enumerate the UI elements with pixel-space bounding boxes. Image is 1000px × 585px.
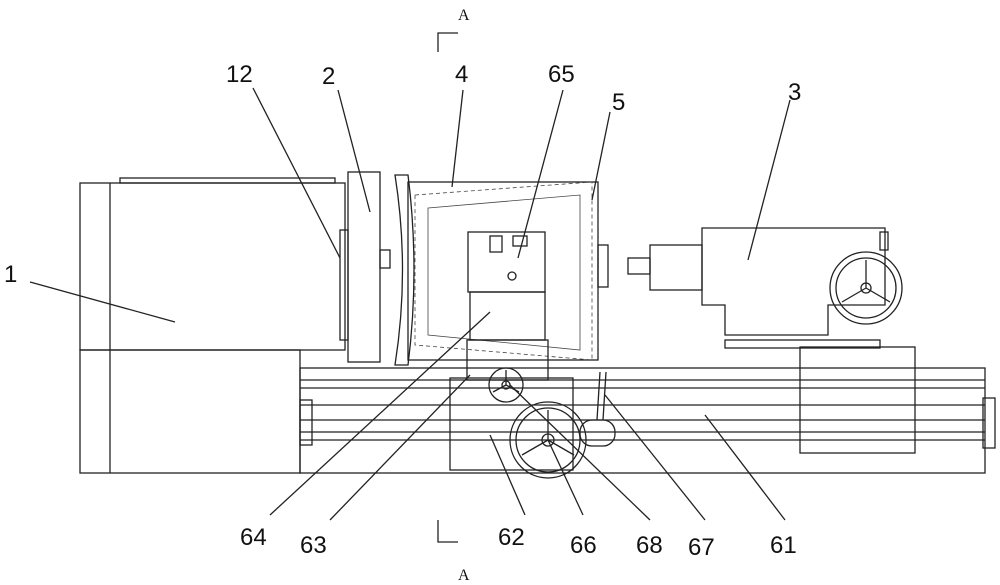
tailstock: [598, 228, 902, 348]
headstock: [80, 178, 345, 473]
label-66: 66: [570, 532, 597, 559]
label-62: 62: [498, 524, 525, 551]
section-mark-top: A: [438, 7, 470, 52]
lathe-bed: [300, 368, 995, 473]
handwheel-68: [489, 368, 523, 402]
label-1: 1: [4, 261, 17, 288]
label-63: 63: [300, 532, 327, 559]
section-label-bottom: A: [458, 567, 470, 584]
protective-cover: [408, 182, 598, 360]
apron: [450, 372, 615, 470]
label-3: 3: [788, 79, 801, 106]
label-2: 2: [322, 63, 335, 90]
label-12: 12: [226, 61, 253, 88]
tool-holder: [467, 232, 548, 380]
label-61: 61: [770, 532, 797, 559]
label-68: 68: [636, 532, 663, 559]
label-67: 67: [688, 534, 715, 561]
leader-lines: [30, 88, 790, 520]
label-64: 64: [240, 524, 267, 551]
section-label-top: A: [458, 7, 470, 24]
carriage-box: [800, 347, 915, 453]
label-65: 65: [548, 61, 575, 88]
label-4: 4: [455, 61, 468, 88]
section-mark-bottom: A: [438, 520, 470, 584]
label-5: 5: [612, 89, 625, 116]
faceplate-and-chuck: [340, 172, 414, 365]
